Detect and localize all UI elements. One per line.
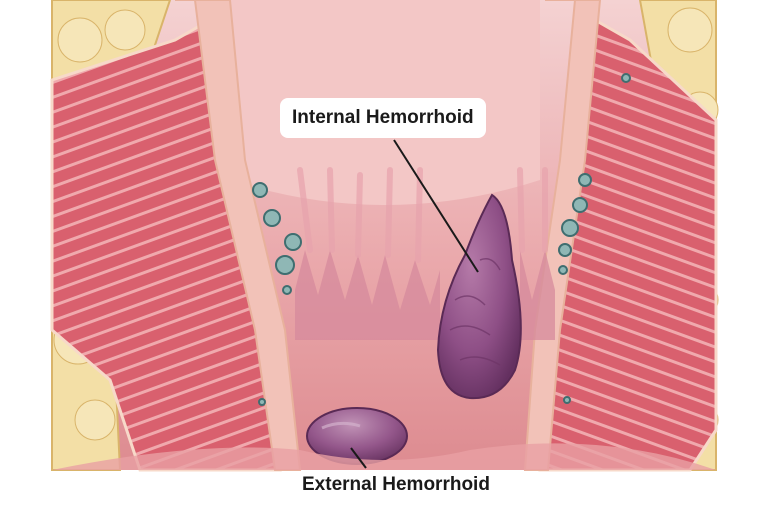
external-leader-line — [350, 447, 367, 469]
internal-leader-line — [393, 139, 479, 273]
internal-hemorrhoid-label: Internal Hemorrhoid — [280, 98, 486, 138]
anal-columns — [295, 167, 555, 340]
perianal-skin — [52, 443, 716, 470]
internal-hemorrhoid — [436, 193, 522, 400]
external-hemorrhoid — [306, 407, 408, 465]
vein-plexus — [252, 73, 631, 406]
external-hemorrhoid-label: External Hemorrhoid — [302, 474, 490, 495]
